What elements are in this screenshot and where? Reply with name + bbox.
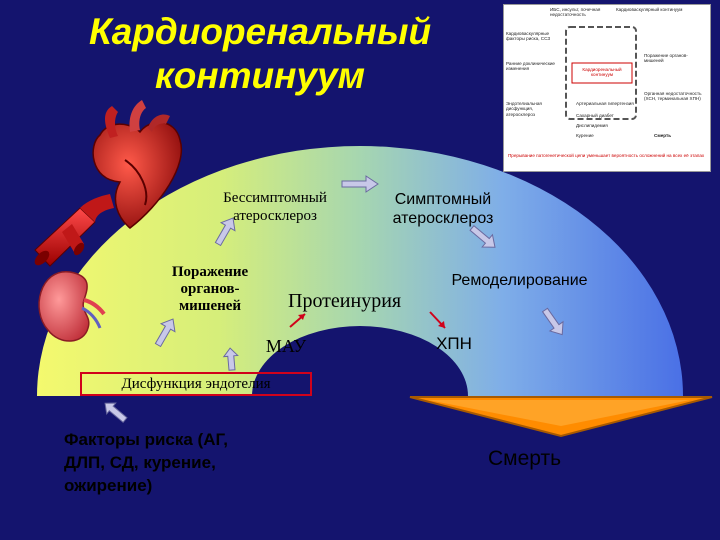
arrow-to-remodeling	[469, 224, 496, 248]
chain-icon	[504, 26, 710, 171]
label-risk-factors: Факторы риска (АГ, ДЛП, СД, курение, ожи…	[64, 430, 228, 495]
inset-top-right: Кардиоваскулярный континуум	[616, 7, 683, 12]
vessel-image	[34, 194, 114, 267]
inset-bullet-4: Курение	[576, 133, 594, 138]
inset-footer: Прерывание патогенетической цепи уменьша…	[508, 153, 705, 158]
inset-bottom-right: Смерть	[654, 133, 672, 138]
arrow-risk-to-dysfunction	[104, 402, 128, 424]
arrow-to-target-organ	[154, 318, 176, 348]
label-mau: МАУ	[265, 336, 307, 356]
inset-bullet-3: Дислипидемия	[576, 123, 608, 128]
inset-right-2: Органная недостаточность (ХСН, терминаль…	[644, 91, 702, 102]
heart-image	[92, 100, 183, 229]
title-line-2: континуум	[154, 55, 366, 96]
title-line-1: Кардиоренальный	[88, 11, 432, 52]
label-remodeling: Ремоделирование	[451, 272, 588, 289]
inset-left-2: Ранние доклинические изменения	[506, 61, 555, 72]
label-asymptomatic: Бессимптомный атеросклероз	[223, 190, 327, 224]
inset-left-1: Кардиоваскулярные факторы риска, ССЗ	[506, 31, 551, 42]
label-proteinuria: Протеинурия	[288, 290, 402, 312]
inset-bullet-1: Артериальная гипертензия	[576, 101, 634, 106]
arrow-mau-to-endothelial	[222, 347, 239, 371]
inset-left-3: Эндотелиальная дисфункция, атеросклероз	[506, 101, 542, 117]
inset-chain-diagram: ИБС, инсульт, почечная недостаточность К…	[503, 4, 711, 172]
continuum-arc	[37, 146, 683, 396]
label-symptomatic: Симптомный атеросклероз	[392, 191, 494, 227]
kidney-image	[38, 271, 106, 342]
inset-top-left: ИБС, инсульт, почечная недостаточность	[550, 7, 601, 18]
endothelial-dysfunction-box: Дисфункция эндотелия	[80, 372, 312, 396]
inset-right-1: Поражение органов-мишеней	[644, 53, 688, 64]
arrow-to-right-edge	[541, 307, 564, 336]
inset-bullet-2: Сахарный диабет	[576, 113, 614, 118]
label-ckd: ХПН	[436, 334, 472, 353]
label-target-organ: Поражение органов-мишеней	[171, 264, 249, 314]
label-endothelial: Дисфункция эндотелия	[121, 376, 271, 392]
inset-center: Кардиоренальный континуум	[582, 67, 622, 78]
label-death: Смерть	[488, 447, 562, 470]
slide-title: Кардиоренальный континуум	[40, 10, 480, 98]
arrow-to-symptomatic	[341, 175, 379, 193]
arrow-to-asymptomatic	[214, 217, 236, 247]
